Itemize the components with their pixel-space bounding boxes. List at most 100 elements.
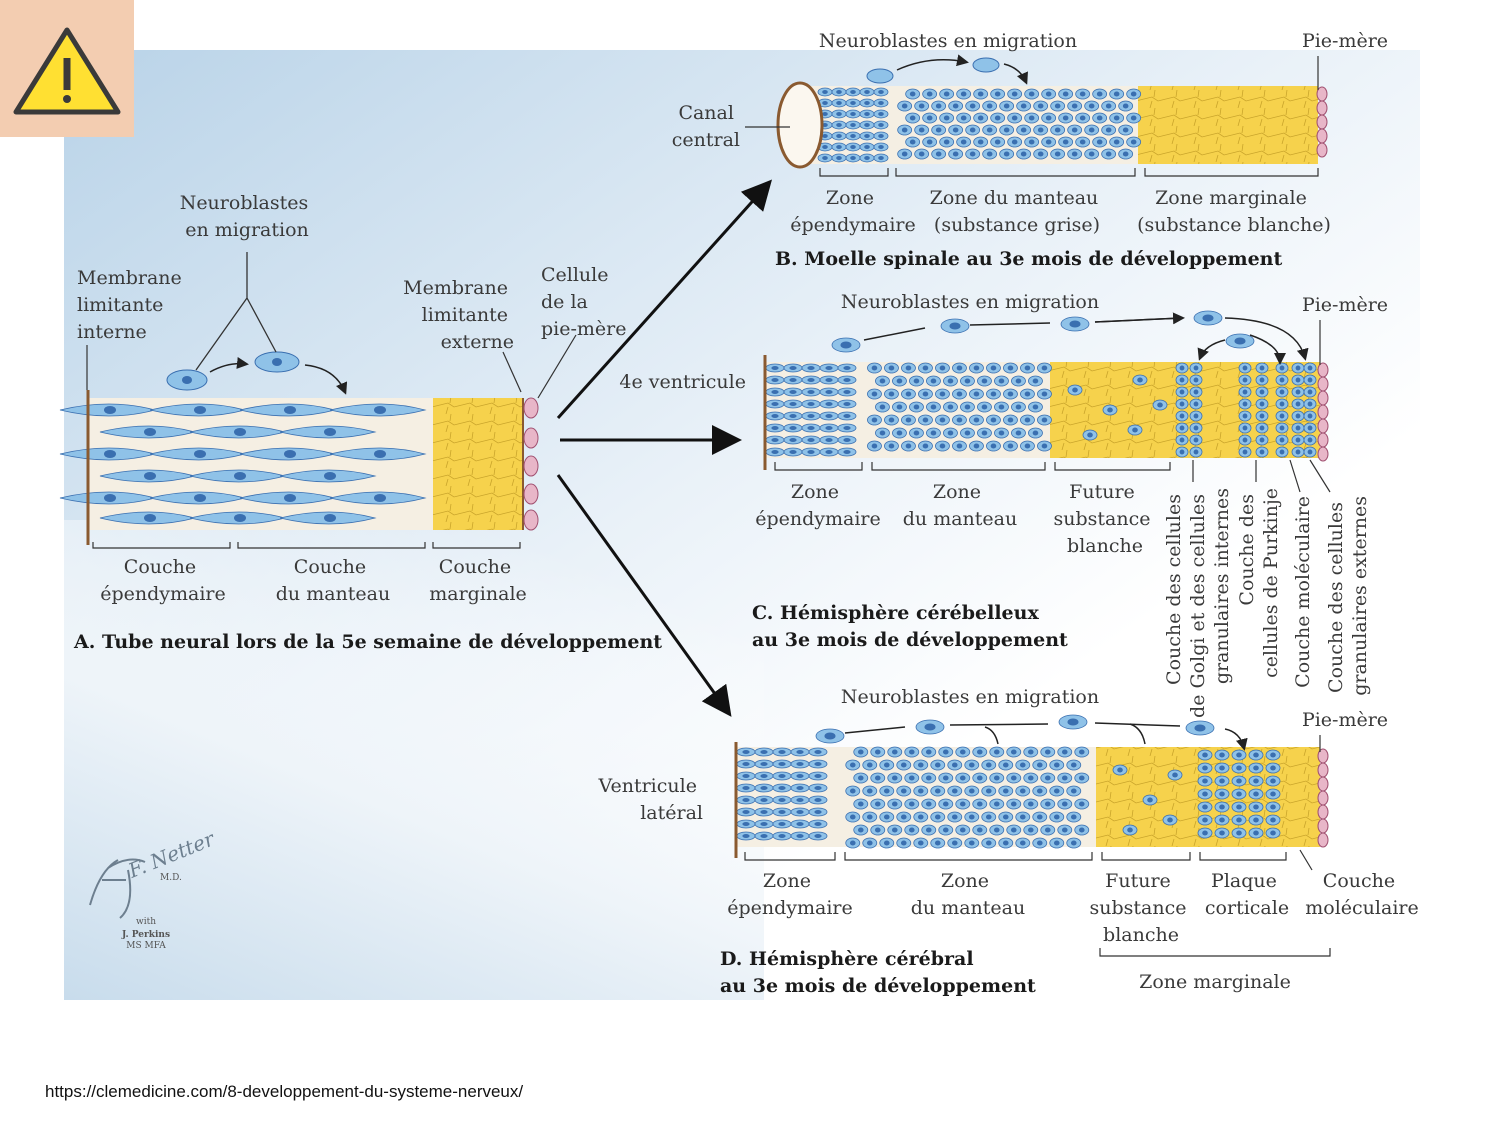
panel-c-ependymal-cell-nucleus <box>825 366 833 370</box>
panel-b-migration-arrow-2 <box>1003 63 1028 85</box>
panel-c-ependymal-cell-nucleus <box>789 450 797 454</box>
panel-b-pia-cell <box>1316 128 1328 144</box>
panel-c-mantle-cell-nucleus <box>888 443 895 449</box>
panel-c-mantle-cell-nucleus <box>990 417 997 423</box>
panel-c-ependymal-cell-nucleus <box>843 414 851 418</box>
panel-d-mantle-cell-nucleus <box>968 840 975 846</box>
panel-c-layer-cell-nucleus <box>1259 365 1265 371</box>
panel-c-neuroblast-label: Neuroblastes en migration <box>841 291 1099 313</box>
panel-c-mantle-cell-nucleus <box>905 443 912 449</box>
panel-d-ependymal-cell-nucleus <box>814 810 822 814</box>
panel-d-white-cell-nucleus <box>1117 767 1123 773</box>
panel-c-layer-cell-nucleus <box>1179 389 1185 395</box>
panel-c-mantle-cell-nucleus <box>905 417 912 423</box>
panel-b-ependymal-cell-nucleus <box>864 134 870 138</box>
panel-b-mantle-cell-nucleus <box>1071 103 1078 109</box>
panel-c-mantle-cell-nucleus <box>922 417 929 423</box>
panel-b-ependymal-cell-nucleus <box>822 145 828 149</box>
panel-a-spindle-nucleus <box>324 472 336 480</box>
panel-c-mantle-cell-nucleus <box>956 365 963 371</box>
panel-c-layer-cell-nucleus <box>1307 449 1313 455</box>
panel-d-marginal-label: Zone marginale <box>1139 971 1291 993</box>
source-url[interactable]: https://clemedicine.com/8-developpement-… <box>45 1082 523 1101</box>
panel-d-mantle-cell-nucleus <box>891 749 898 755</box>
panel-c-mantle-cell-nucleus <box>1024 443 1031 449</box>
panel-c-mantle-cell-nucleus <box>1007 417 1014 423</box>
panel-b-ependymal-cell-nucleus <box>836 156 842 160</box>
panel-c-layer-cell-nucleus <box>1179 365 1185 371</box>
panel-c-caption: C. Hémisphère cérébelleux au 3e mois de … <box>752 602 1068 651</box>
panel-b-mantle-cell-nucleus <box>1079 139 1086 145</box>
panel-d-zone-brackets <box>744 852 1287 861</box>
panel-c-ependymal-cell-nucleus <box>843 450 851 454</box>
panel-b-mantle-cell-nucleus <box>1045 139 1052 145</box>
panel-b-mantle-cell-nucleus <box>1003 103 1010 109</box>
panel-d-cortical-cell-nucleus <box>1270 752 1276 758</box>
panel-c-ependymal-cell-nucleus <box>825 402 833 406</box>
panel-a-migration-arrow-1 <box>209 357 249 373</box>
panel-c-layer-cell-nucleus <box>1295 389 1301 395</box>
panel-b-ependymal-cell-nucleus <box>864 101 870 105</box>
panel-d-mantle-cell-nucleus <box>1044 775 1051 781</box>
panel-c-pia-label: Pie-mère <box>1302 294 1388 316</box>
panel-d-ependymal-cell-nucleus <box>778 810 786 814</box>
panel-b-caption: B. Moelle spinale au 3e mois de développ… <box>775 248 1282 270</box>
panel-b-ependymal-cell-nucleus <box>836 123 842 127</box>
panel-a-spindle-nucleus <box>194 450 206 458</box>
panel-c-layer-cell-nucleus <box>1307 437 1313 443</box>
panel-b-ependymal-cell-nucleus <box>878 112 884 116</box>
panel-c-layer-cell-nucleus <box>1193 389 1199 395</box>
panel-b-ependymal-cell-nucleus <box>864 90 870 94</box>
panel-a-pia-cell-label: Cellule de la pie-mère <box>541 264 627 340</box>
panel-d-cortical-cell-nucleus <box>1236 817 1242 823</box>
panel-c-white-cell-nucleus <box>1137 377 1143 383</box>
panel-d-molecular-leader <box>1299 849 1313 871</box>
panel-d-mantle-cell-nucleus <box>900 762 907 768</box>
panel-c-white-cell-nucleus <box>1087 432 1093 438</box>
panel-d-mantle-cell-nucleus <box>900 840 907 846</box>
panel-c-mantle-cell-nucleus <box>922 365 929 371</box>
panel-c-ependymal-cell-nucleus <box>843 438 851 442</box>
panel-d-mantle-cell-nucleus <box>1044 801 1051 807</box>
panel-d-mantle-cell-nucleus <box>985 762 992 768</box>
panel-b-mantle-cell-nucleus <box>994 139 1001 145</box>
panel-b-mantle-cell-nucleus <box>1105 103 1112 109</box>
panel-d-mantle-cell-nucleus <box>857 801 864 807</box>
panel-d-mantle-cell-nucleus <box>908 749 915 755</box>
panel-c-layer-cell-nucleus <box>1259 413 1265 419</box>
panel-b-mantle-cell-nucleus <box>909 91 916 97</box>
panel-d-mantle-cell-nucleus <box>874 749 881 755</box>
panel-d-mantle-label: Zone du manteau <box>911 870 1025 919</box>
panel-c-mantle-cell-nucleus <box>930 378 937 384</box>
panel-b-ependymal-cell-nucleus <box>822 112 828 116</box>
panel-d-ependymal-cell-nucleus <box>778 762 786 766</box>
panel-d-ependymal-cell-nucleus <box>760 762 768 766</box>
panel-b-mantle-cell-nucleus <box>918 127 925 133</box>
panel-a-spindle-nucleus <box>194 406 206 414</box>
panel-b-mantle-cell-nucleus <box>1105 127 1112 133</box>
panel-d-ependymal-cell-nucleus <box>814 834 822 838</box>
panel-c-pia-cells <box>1317 362 1329 462</box>
panel-c-neuroblast-nucleus <box>1202 314 1214 322</box>
panel-d-ependymal-cell-nucleus <box>742 798 750 802</box>
panel-d-mantle-cell-nucleus <box>1078 775 1085 781</box>
panel-b-mantle-cell-nucleus <box>969 103 976 109</box>
panel-b-mantle-cell-nucleus <box>1011 91 1018 97</box>
panel-a-pia-leader <box>537 334 577 399</box>
panel-b-mantle-cell-nucleus <box>1122 151 1129 157</box>
panel-c-neuroblast-nucleus <box>1234 337 1246 345</box>
panel-d-mantle-cell-nucleus <box>1070 814 1077 820</box>
panel-d-mantle-cell-nucleus <box>1002 840 1009 846</box>
panel-b-neuroblast-1 <box>866 68 894 84</box>
panel-c-layer-cell-nucleus <box>1279 401 1285 407</box>
panel-c-mantle-cell-nucleus <box>1041 391 1048 397</box>
panel-b-mantle-cell-nucleus <box>909 139 916 145</box>
panel-a-spindle-nucleus <box>104 450 116 458</box>
panel-b-ependymal-cell-nucleus <box>822 101 828 105</box>
panel-c-pia-cell <box>1317 404 1329 420</box>
panel-b-mantle-cell-nucleus <box>1020 103 1027 109</box>
panel-c-mantle-cell-nucleus <box>930 430 937 436</box>
panel-c-ependymal-cell-nucleus <box>807 402 815 406</box>
panel-c-ependymal-cell-nucleus <box>825 426 833 430</box>
panel-c-layer-cell-nucleus <box>1193 377 1199 383</box>
